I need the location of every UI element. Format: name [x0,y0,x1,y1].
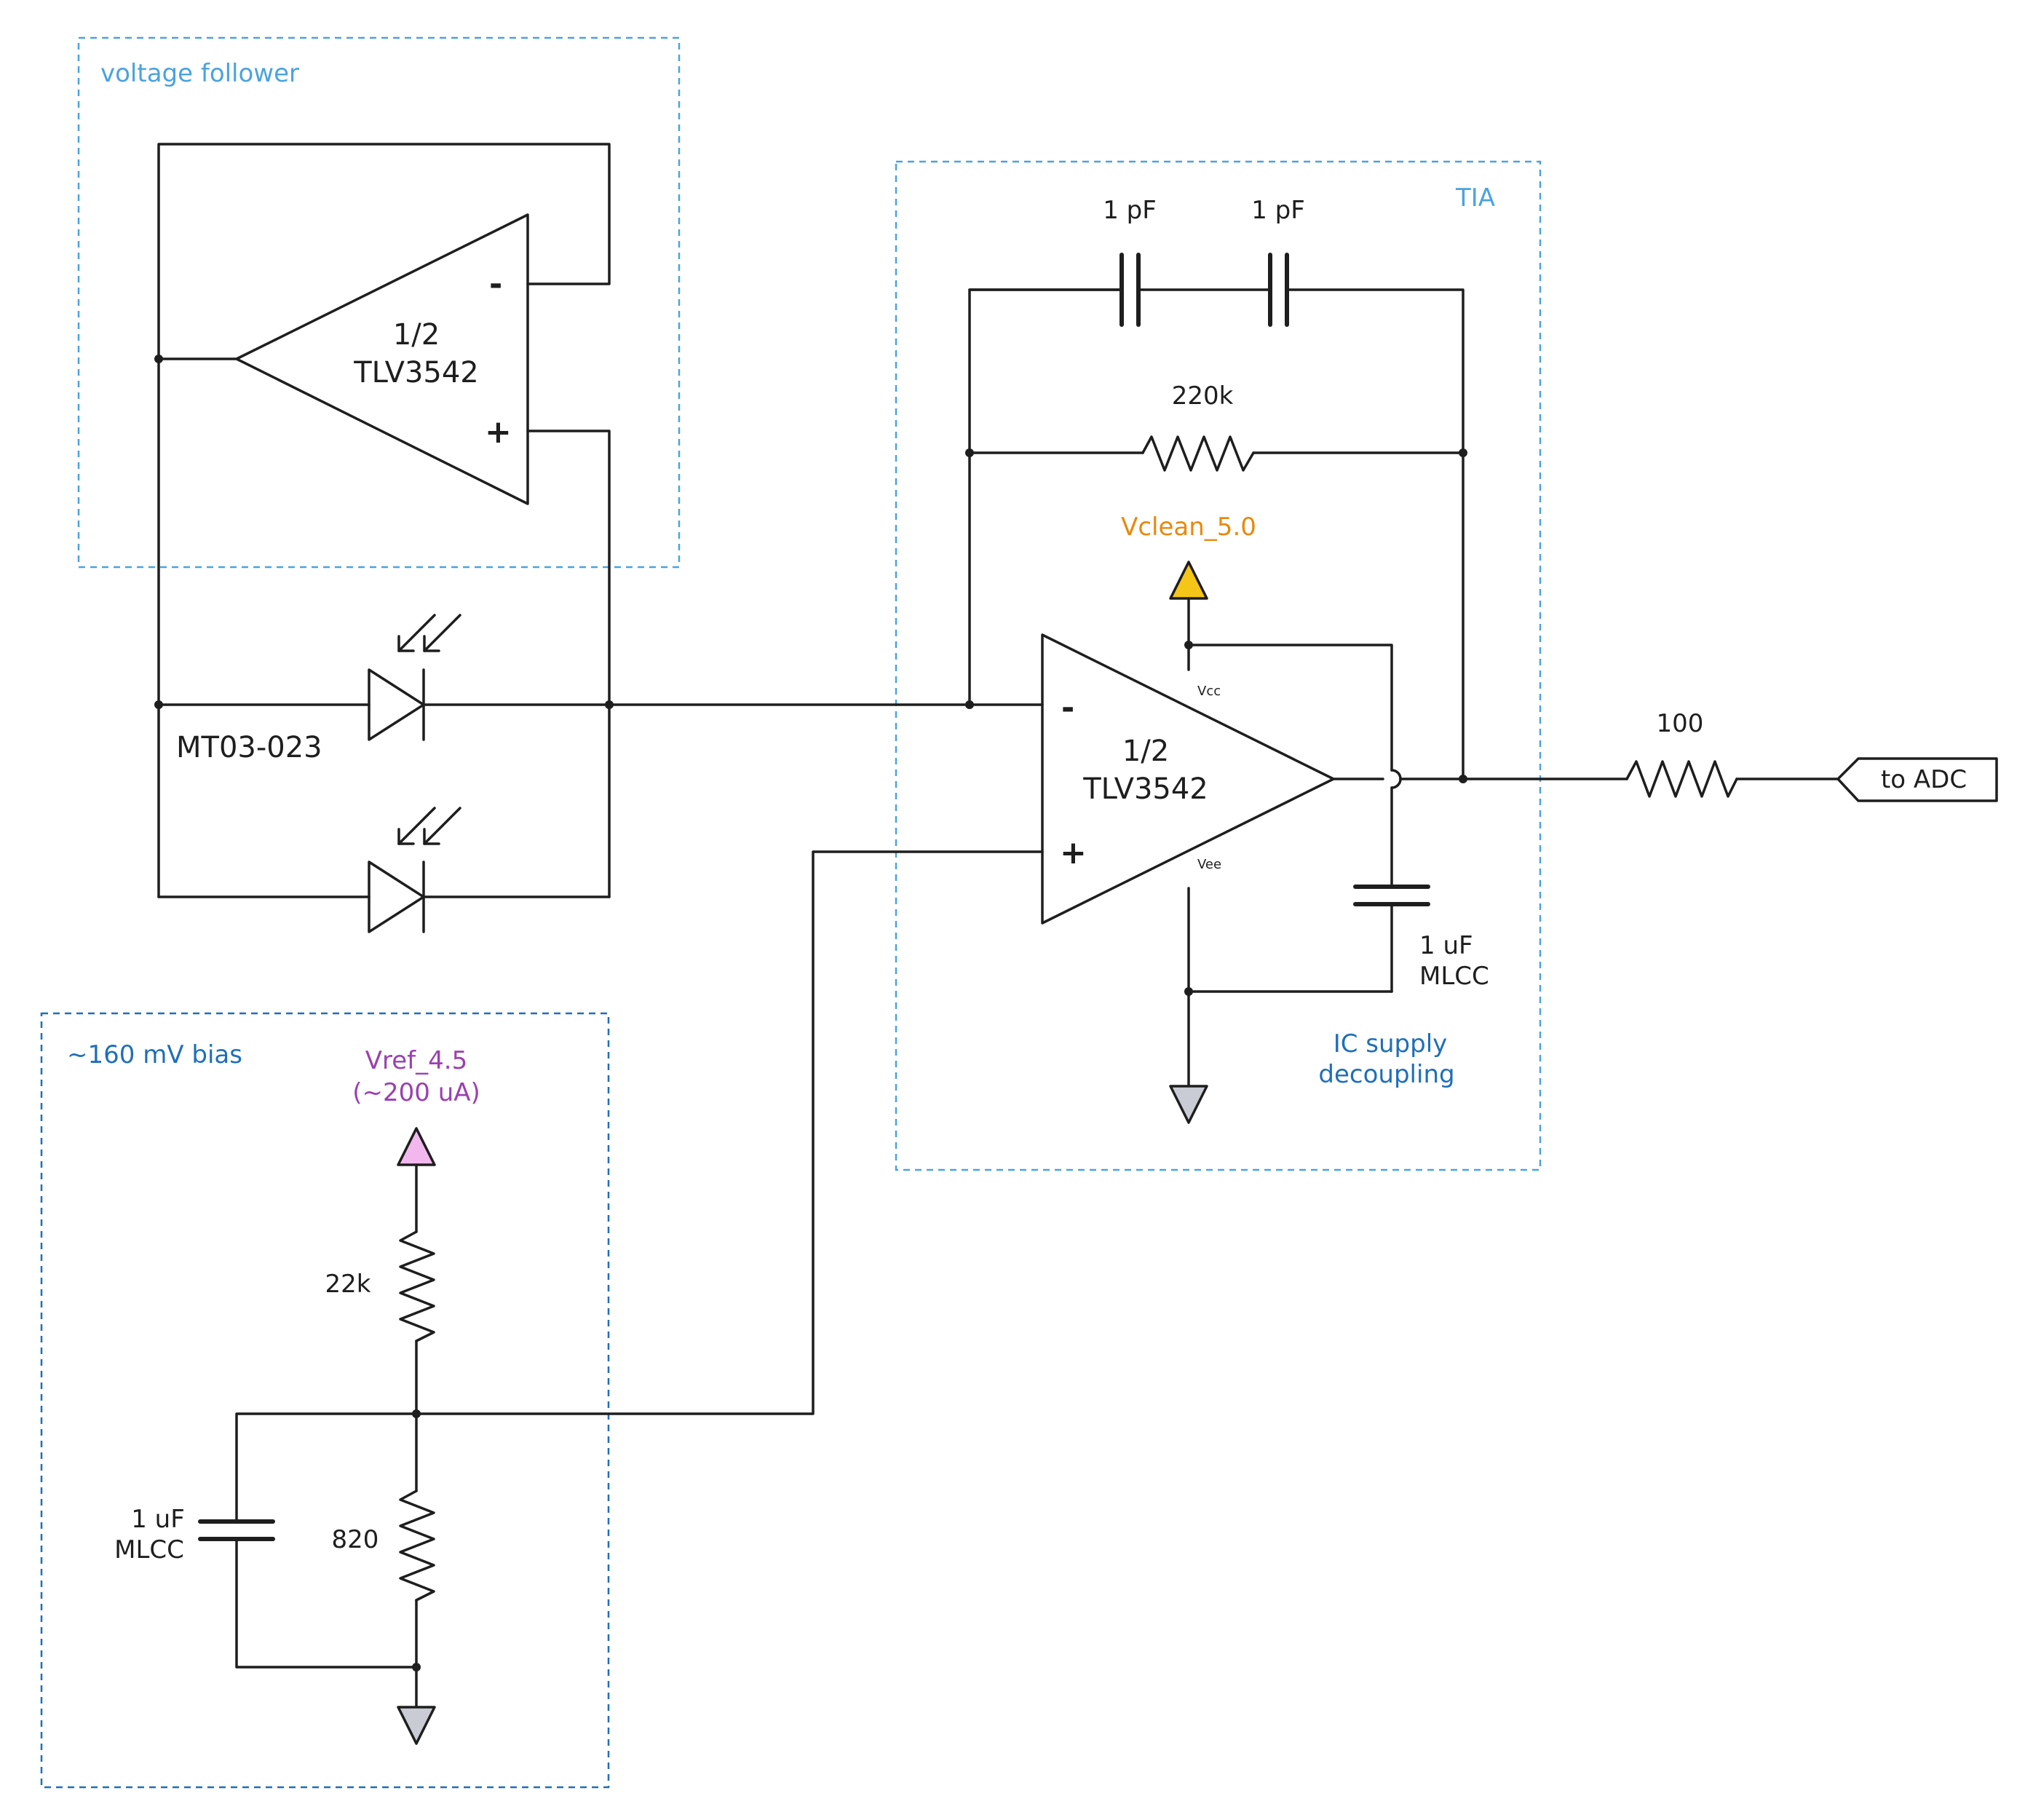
junction-dot [154,700,163,709]
junction-dot [1459,775,1467,783]
wire-crossover [1390,769,1402,789]
supply-decoupling: Vclean_5.0 1 uF MLCC IC supply decouplin… [1121,513,1489,1124]
bias-network: Vref_4.5 (~200 uA) 22k 820 1 uF MLCC [114,850,1044,1745]
tia-opamp: - + 1/2 TLV3542 Vcc Vee [1041,633,1335,925]
tia-opamp-vee: Vee [1197,857,1221,872]
feedback-network: 1 pF 1 pF 220k [965,196,1467,780]
junction-dot [1459,448,1467,457]
tia-opamp-vcc: Vcc [1197,684,1221,699]
junction-dot [1184,987,1193,996]
bias-res-top [399,1230,435,1342]
light-arrows-icon [397,614,461,652]
tia-group: TIA [895,160,1542,1171]
output-res-label: 100 [1657,709,1704,738]
photodiode-label: MT03-023 [176,731,322,764]
feedback-left-wire [968,288,1122,706]
tia-box [895,160,1542,1171]
junction-dot [154,355,163,363]
photodiode-bottom-triangle [368,860,425,933]
voltage-follower-title: voltage follower [100,59,299,88]
bias-box [40,1012,610,1789]
bias-title: ~160 mV bias [67,1040,242,1069]
photodiode-top [154,614,614,741]
follower-opamp-minus: - [489,266,502,303]
bias-cap-wire-top [235,1412,418,1523]
vref-label-1: Vref_4.5 [365,1046,467,1075]
voltage-follower-box [77,36,681,569]
decoupling-cap-label-1: 1 uF [1419,931,1473,960]
tia-opamp-plus: + [1060,834,1087,871]
bias-cap-wire-bottom [235,1538,418,1669]
follower-feedback-wire [157,143,611,360]
follower-opamp-label-2: TLV3542 [353,356,478,389]
feedback-cap-2-label: 1 pF [1251,196,1305,225]
tia-opamp-label-2: TLV3542 [1082,772,1208,806]
follower-opamp-label-1: 1/2 [393,318,440,352]
decoupling-title-1: IC supply [1333,1029,1448,1059]
bias-to-plus-wire [415,850,1044,1415]
bias-res-bottom [399,1489,435,1602]
bias-res-bottom-label: 820 [332,1525,379,1554]
vclean-label: Vclean_5.0 [1121,513,1256,542]
bias-cap-label-1: 1 uF [131,1505,185,1534]
feedback-resistor [1141,435,1255,472]
vref-power-icon [397,1127,436,1166]
follower-wiring [154,143,611,898]
decoupling-top-wire [1187,644,1393,772]
follower-opamp-triangle [235,213,529,505]
photodiode-top-triangle [368,668,425,741]
output-path: 100 to ADC [1332,709,1998,802]
voltage-follower-group: voltage follower [77,36,681,569]
follower-plus-wire [526,430,611,706]
ground-icon [1169,1085,1208,1124]
photodiode-bottom [157,807,611,933]
junction-dot [965,448,974,457]
follower-opamp: - + 1/2 TLV3542 [235,213,529,505]
feedback-res-label: 220k [1172,381,1234,411]
tia-opamp-triangle [1041,633,1335,925]
adc-port [1836,757,1998,802]
follower-opamp-plus: + [485,414,512,451]
vclean-power-icon [1169,561,1208,600]
vref-label-2: (~200 uA) [352,1078,480,1107]
tia-opamp-label-1: 1/2 [1122,735,1169,768]
bias-group: ~160 mV bias [40,1012,610,1789]
output-resistor [1625,760,1738,798]
tia-opamp-minus: - [1061,689,1074,727]
bias-cap-label-2: MLCC [114,1535,184,1564]
decoupling-cap-label-2: MLCC [1419,962,1489,991]
adc-port-label: to ADC [1881,765,1967,794]
light-arrows-icon [397,807,461,845]
bias-res-top-label: 22k [325,1270,371,1299]
ground-icon [397,1706,436,1745]
feedback-right-wire [1285,288,1465,780]
decoupling-title-2: decoupling [1318,1060,1454,1089]
feedback-cap-1-label: 1 pF [1103,196,1157,225]
tia-title: TIA [1455,183,1495,213]
